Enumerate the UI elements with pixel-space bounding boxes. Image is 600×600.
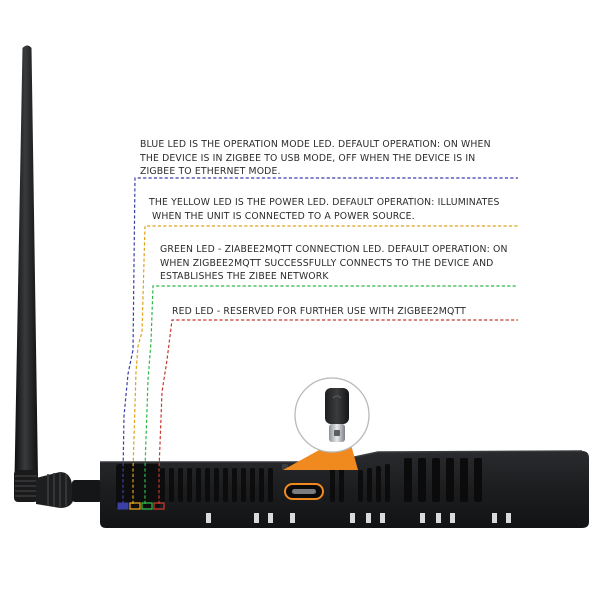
usb-callout — [283, 377, 370, 500]
yellow-led-leader — [132, 225, 518, 504]
blue-led-caption-line-1: BLUE LED IS THE OPERATION MODE LED. DEFA… — [140, 139, 491, 150]
blue-led-leader — [122, 177, 518, 504]
usb-c-connector-icon — [325, 388, 349, 442]
yellow-led-caption-line-1: THE YELLOW LED IS THE POWER LED. DEFAULT… — [149, 197, 500, 208]
red-led-caption-line-1: RED LED - RESERVED FOR FURTHER USE WITH … — [172, 306, 466, 317]
blue-led-caption: BLUE LED IS THE OPERATION MODE LED. DEFA… — [140, 138, 491, 179]
usb-c-port-icon — [284, 483, 324, 500]
leader-lines — [122, 177, 518, 504]
red-led-leader — [158, 319, 518, 504]
green-led-caption-line-2: WHEN ZIGBEE2MQTT SUCCESSFULLY CONNECTS T… — [160, 257, 494, 269]
yellow-led-caption: THE YELLOW LED IS THE POWER LED. DEFAULT… — [149, 196, 500, 223]
green-led-caption-line-3: ESTABLISHES THE ZIBEE NETWORK — [160, 271, 329, 282]
green-led — [141, 502, 153, 510]
yellow-led — [129, 502, 141, 510]
red-led-caption: RED LED - RESERVED FOR FURTHER USE WITH … — [172, 305, 466, 319]
yellow-led-caption-line-2: WHEN THE UNIT IS CONNECTED TO A POWER SO… — [152, 210, 415, 222]
green-led-caption: GREEN LED - ZIABEE2MQTT CONNECTION LED. … — [160, 243, 508, 284]
blue-led-caption-line-2: THE DEVICE IS IN ZIGBEE TO USB MODE, OFF… — [140, 152, 476, 164]
green-led-leader — [144, 285, 518, 504]
green-led-caption-line-1: GREEN LED - ZIABEE2MQTT CONNECTION LED. … — [160, 244, 508, 255]
blue-led-caption-line-3: ZIGBEE TO ETHERNET MODE. — [140, 166, 281, 177]
antenna-icon — [14, 45, 102, 508]
